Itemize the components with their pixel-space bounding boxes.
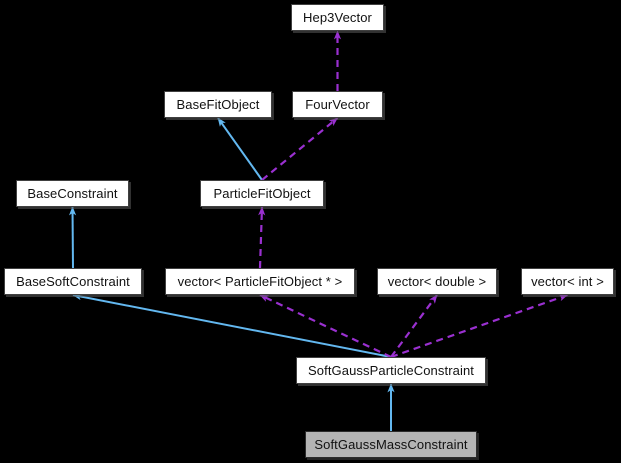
class-node-particlefitobject[interactable]: ParticleFitObject <box>200 180 324 207</box>
class-node-label: SoftGaussMassConstraint <box>314 437 468 452</box>
class-node-label: FourVector <box>305 97 370 112</box>
edge-basesoftconstraint-to-baseconstraint <box>68 206 77 269</box>
class-node-label: vector< int > <box>531 274 604 289</box>
class-node-basesoftconstraint[interactable]: BaseSoftConstraint <box>4 268 142 295</box>
class-node-label: vector< double > <box>387 274 487 289</box>
class-node-vectordouble[interactable]: vector< double > <box>377 268 497 295</box>
class-node-label: ParticleFitObject <box>213 186 311 201</box>
class-node-label: Hep3Vector <box>303 10 372 25</box>
class-node-fourvector[interactable]: FourVector <box>292 91 383 118</box>
edge-softgaussparticleconstraint-to-vectorint <box>390 293 569 359</box>
class-node-hep3vector[interactable]: Hep3Vector <box>291 4 384 31</box>
class-node-label: SoftGaussParticleConstraint <box>308 363 474 378</box>
edge-softgaussparticleconstraint-to-vectordouble <box>390 294 438 358</box>
class-node-vectorpfo[interactable]: vector< ParticleFitObject * > <box>165 268 355 295</box>
edge-particlefitobject-to-basefitobject <box>217 117 263 181</box>
edge-particlefitobject-to-fourvector <box>261 117 339 181</box>
edge-softgaussparticleconstraint-to-vectorpfo <box>259 294 392 358</box>
class-node-softgaussparticleconstraint[interactable]: SoftGaussParticleConstraint <box>296 357 486 384</box>
class-node-label: BaseConstraint <box>27 186 118 201</box>
class-node-vectorint[interactable]: vector< int > <box>521 268 614 295</box>
class-node-label: BaseFitObject <box>176 97 260 112</box>
class-node-baseconstraint[interactable]: BaseConstraint <box>16 180 129 207</box>
edge-softgaussparticleconstraint-to-basesoftconstraint <box>72 293 392 358</box>
edge-vectorpfo-to-particlefitobject <box>258 206 266 269</box>
class-node-softgaussmassconstraint[interactable]: SoftGaussMassConstraint <box>305 431 477 458</box>
class-node-basefitobject[interactable]: BaseFitObject <box>164 91 272 118</box>
class-node-label: BaseSoftConstraint <box>16 274 130 289</box>
class-node-label: vector< ParticleFitObject * > <box>177 274 343 289</box>
